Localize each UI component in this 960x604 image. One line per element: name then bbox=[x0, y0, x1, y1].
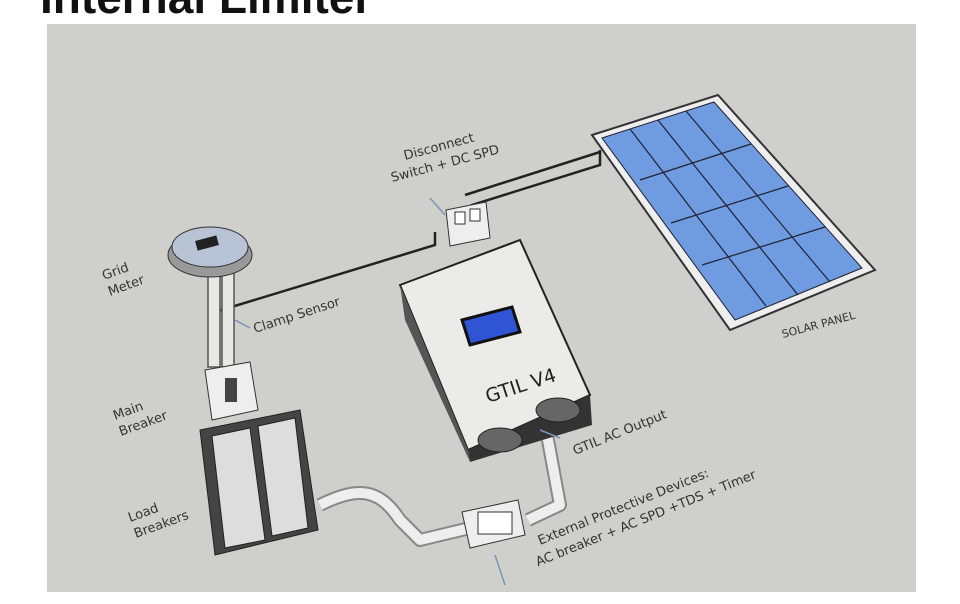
svg-text:MainBreaker: MainBreaker bbox=[111, 392, 170, 440]
label-solar-panel: SOLAR PANEL bbox=[780, 309, 857, 341]
svg-text:DisconnectSwitch + DC SPD: DisconnectSwitch + DC SPD bbox=[385, 125, 501, 186]
protective-devices-box bbox=[461, 499, 526, 549]
disconnect-switch bbox=[445, 201, 491, 247]
pointer-arrows bbox=[234, 197, 561, 586]
clamp-wire bbox=[214, 232, 437, 314]
lcd-screen bbox=[460, 305, 522, 347]
dc-wire bbox=[470, 150, 602, 232]
page-title: Internal Limiter bbox=[40, 0, 372, 24]
load-breakers-panel bbox=[199, 409, 319, 556]
label-clamp-sensor: Clamp Sensor bbox=[252, 294, 343, 336]
main-breaker bbox=[204, 361, 259, 421]
svg-text:LoadBreakers: LoadBreakers bbox=[126, 492, 191, 542]
solar-panel bbox=[590, 93, 877, 332]
meter-conduit bbox=[207, 271, 235, 368]
label-protective-list: AC breaker + AC SPD +TDS + Timer bbox=[534, 467, 759, 570]
grid-meter bbox=[167, 226, 253, 278]
inverter-gtil bbox=[398, 238, 592, 462]
svg-text:GridMeter: GridMeter bbox=[100, 257, 147, 300]
